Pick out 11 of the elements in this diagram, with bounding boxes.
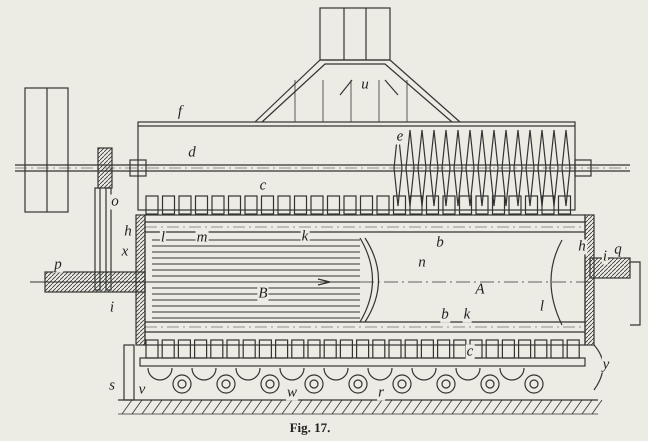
callout-letter: e [396, 130, 404, 144]
callout-letter: k [462, 308, 472, 322]
callout-letter: B [257, 286, 269, 302]
callout-letter: y [602, 358, 610, 372]
callout-letter: i [602, 250, 608, 264]
callout-letter: o [110, 194, 120, 210]
callout-letter: f [176, 104, 184, 120]
callout-letter: h [577, 240, 587, 254]
figure-caption: Fig. 17. [290, 420, 330, 436]
callout-letter: c [466, 344, 474, 360]
callout-letter: b [440, 308, 450, 322]
